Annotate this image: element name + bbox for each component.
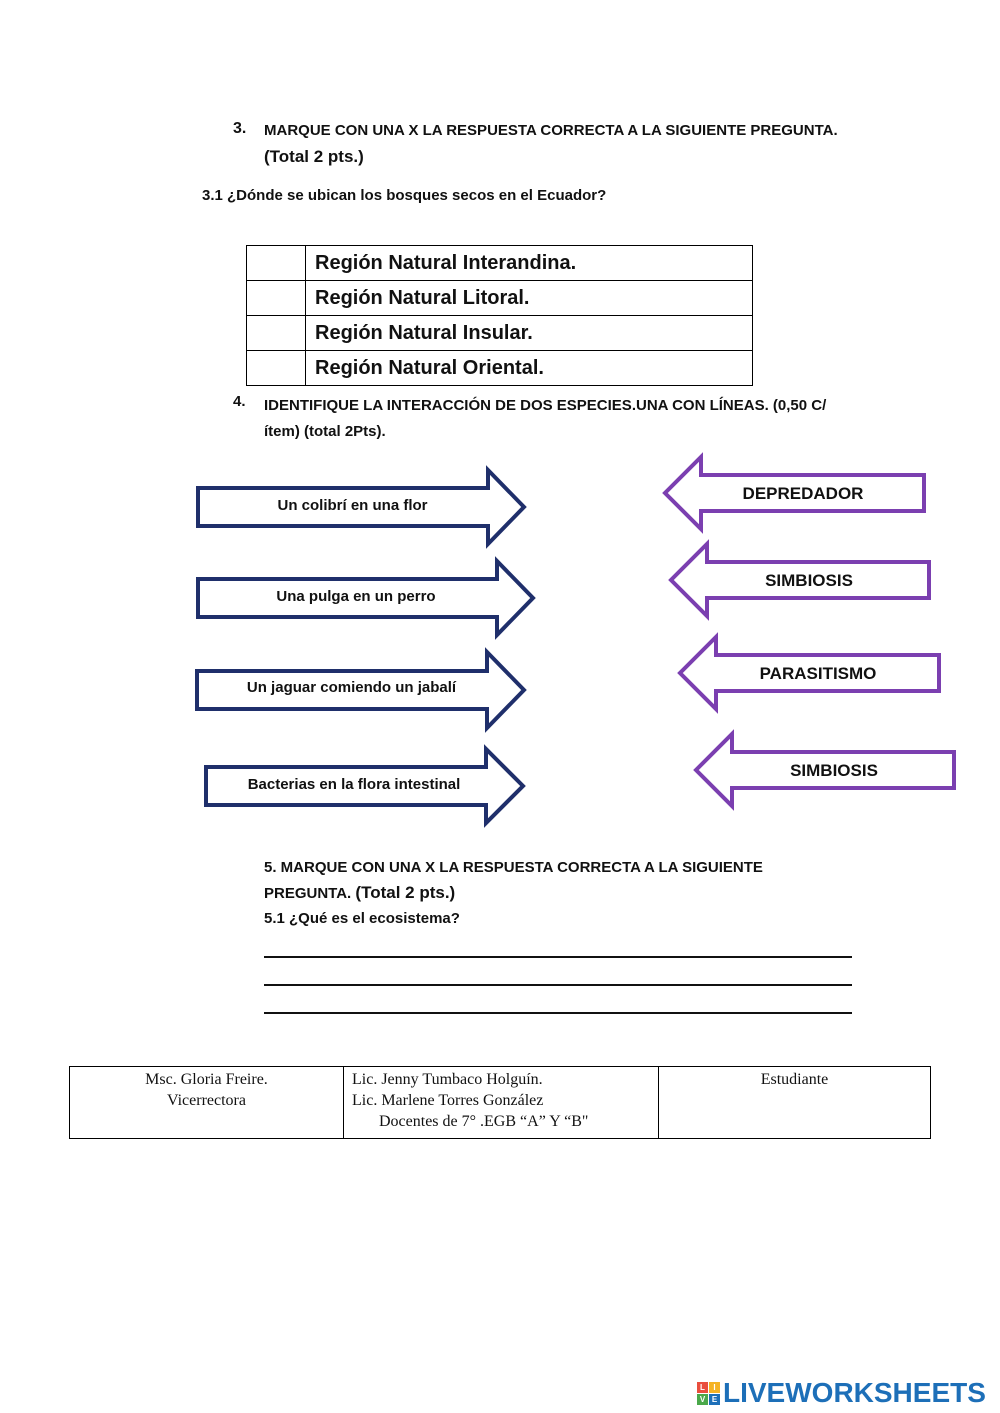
section3-points: (Total 2 pts.) xyxy=(264,147,364,166)
left-arrow-3[interactable] xyxy=(677,632,941,714)
answer-line[interactable] xyxy=(264,986,852,1014)
options-table: Región Natural Interandina. Región Natur… xyxy=(246,245,753,386)
answer-line[interactable] xyxy=(264,930,852,958)
right-item-label: DEPREDADOR xyxy=(742,484,864,503)
right-item-label: SIMBIOSIS xyxy=(790,761,878,780)
logo-letter: I xyxy=(709,1381,720,1393)
left-item-label: Un colibrí en una flor xyxy=(277,497,428,514)
right-arrow-4[interactable] xyxy=(204,744,526,828)
logo-text: LIVEWORKSHEETS xyxy=(723,1377,986,1408)
signature-table: Msc. Gloria Freire. Vicerrectora Lic. Je… xyxy=(69,1066,931,1139)
answer-lines[interactable] xyxy=(264,930,852,1014)
option-label: Región Natural Interandina. xyxy=(305,245,753,281)
option-label: Región Natural Litoral. xyxy=(305,280,753,316)
answer-line[interactable] xyxy=(264,958,852,986)
section5-title-line1: 5. MARQUE CON UNA X LA RESPUESTA CORRECT… xyxy=(264,859,763,876)
logo-letter: V xyxy=(697,1393,708,1405)
signer-name: Msc. Gloria Freire. xyxy=(145,1071,268,1088)
right-arrow-3[interactable] xyxy=(195,647,527,733)
signer-role: Vicerrectora xyxy=(167,1092,246,1109)
logo-letter: L xyxy=(697,1381,708,1393)
left-arrow-2[interactable] xyxy=(668,539,931,621)
question-5-1: 5.1 ¿Qué es el ecosistema? xyxy=(264,910,460,927)
left-item-label: Bacterias en la flora intestinal xyxy=(247,776,461,793)
option-label: Región Natural Oriental. xyxy=(305,350,753,386)
section5-block: 5. MARQUE CON UNA X LA RESPUESTA CORRECT… xyxy=(264,855,864,931)
signer-name: Lic. Jenny Tumbaco Holguín. xyxy=(352,1071,543,1088)
left-item-label: Un jaguar comiendo un jabalí xyxy=(246,679,457,696)
option-checkbox-1[interactable] xyxy=(246,245,306,281)
section4-title: IDENTIFIQUE LA INTERACCIÓN DE DOS ESPECI… xyxy=(264,397,827,440)
right-arrow-1[interactable] xyxy=(196,465,527,549)
section5-points: (Total 2 pts.) xyxy=(355,883,456,902)
signature-cell-docentes: Lic. Jenny Tumbaco Holguín. Lic. Marlene… xyxy=(343,1066,659,1139)
right-item-label: SIMBIOSIS xyxy=(765,571,853,590)
left-item-label: Una pulga en un perro xyxy=(276,588,436,605)
section5-title-word: PREGUNTA. xyxy=(264,885,356,902)
section3-number: 3. xyxy=(233,120,247,137)
signature-cell-vicerrectora: Msc. Gloria Freire. Vicerrectora xyxy=(69,1066,344,1139)
option-checkbox-4[interactable] xyxy=(246,350,306,386)
left-arrow-4[interactable] xyxy=(693,729,956,811)
option-row: Región Natural Insular. xyxy=(246,315,753,351)
section5-title-line2: PREGUNTA. (Total 2 pts.) xyxy=(264,880,864,906)
logo-letter: E xyxy=(709,1393,720,1405)
option-row: Región Natural Litoral. xyxy=(246,280,753,316)
logo-icon: L I V E xyxy=(697,1381,720,1405)
option-row: Región Natural Interandina. xyxy=(246,245,753,281)
signer-name: Lic. Marlene Torres González xyxy=(352,1092,544,1109)
signer-role: Estudiante xyxy=(760,1071,829,1088)
liveworksheets-logo: L I V E LIVEWORKSHEETS xyxy=(697,1377,986,1409)
question-3-1: 3.1 ¿Dónde se ubican los bosques secos e… xyxy=(202,187,607,204)
signature-cell-estudiante: Estudiante xyxy=(658,1066,931,1139)
option-row: Región Natural Oriental. xyxy=(246,350,753,386)
signer-role: Docentes de 7° .EGB “A” Y “B" xyxy=(379,1113,589,1130)
right-arrow-2[interactable] xyxy=(196,556,536,640)
section3-title: MARQUE CON UNA X LA RESPUESTA CORRECTA A… xyxy=(264,122,838,139)
section4-number: 4. xyxy=(233,393,246,410)
option-checkbox-3[interactable] xyxy=(246,315,306,351)
left-arrow-1[interactable] xyxy=(662,452,926,534)
right-item-label: PARASITISMO xyxy=(759,664,877,683)
